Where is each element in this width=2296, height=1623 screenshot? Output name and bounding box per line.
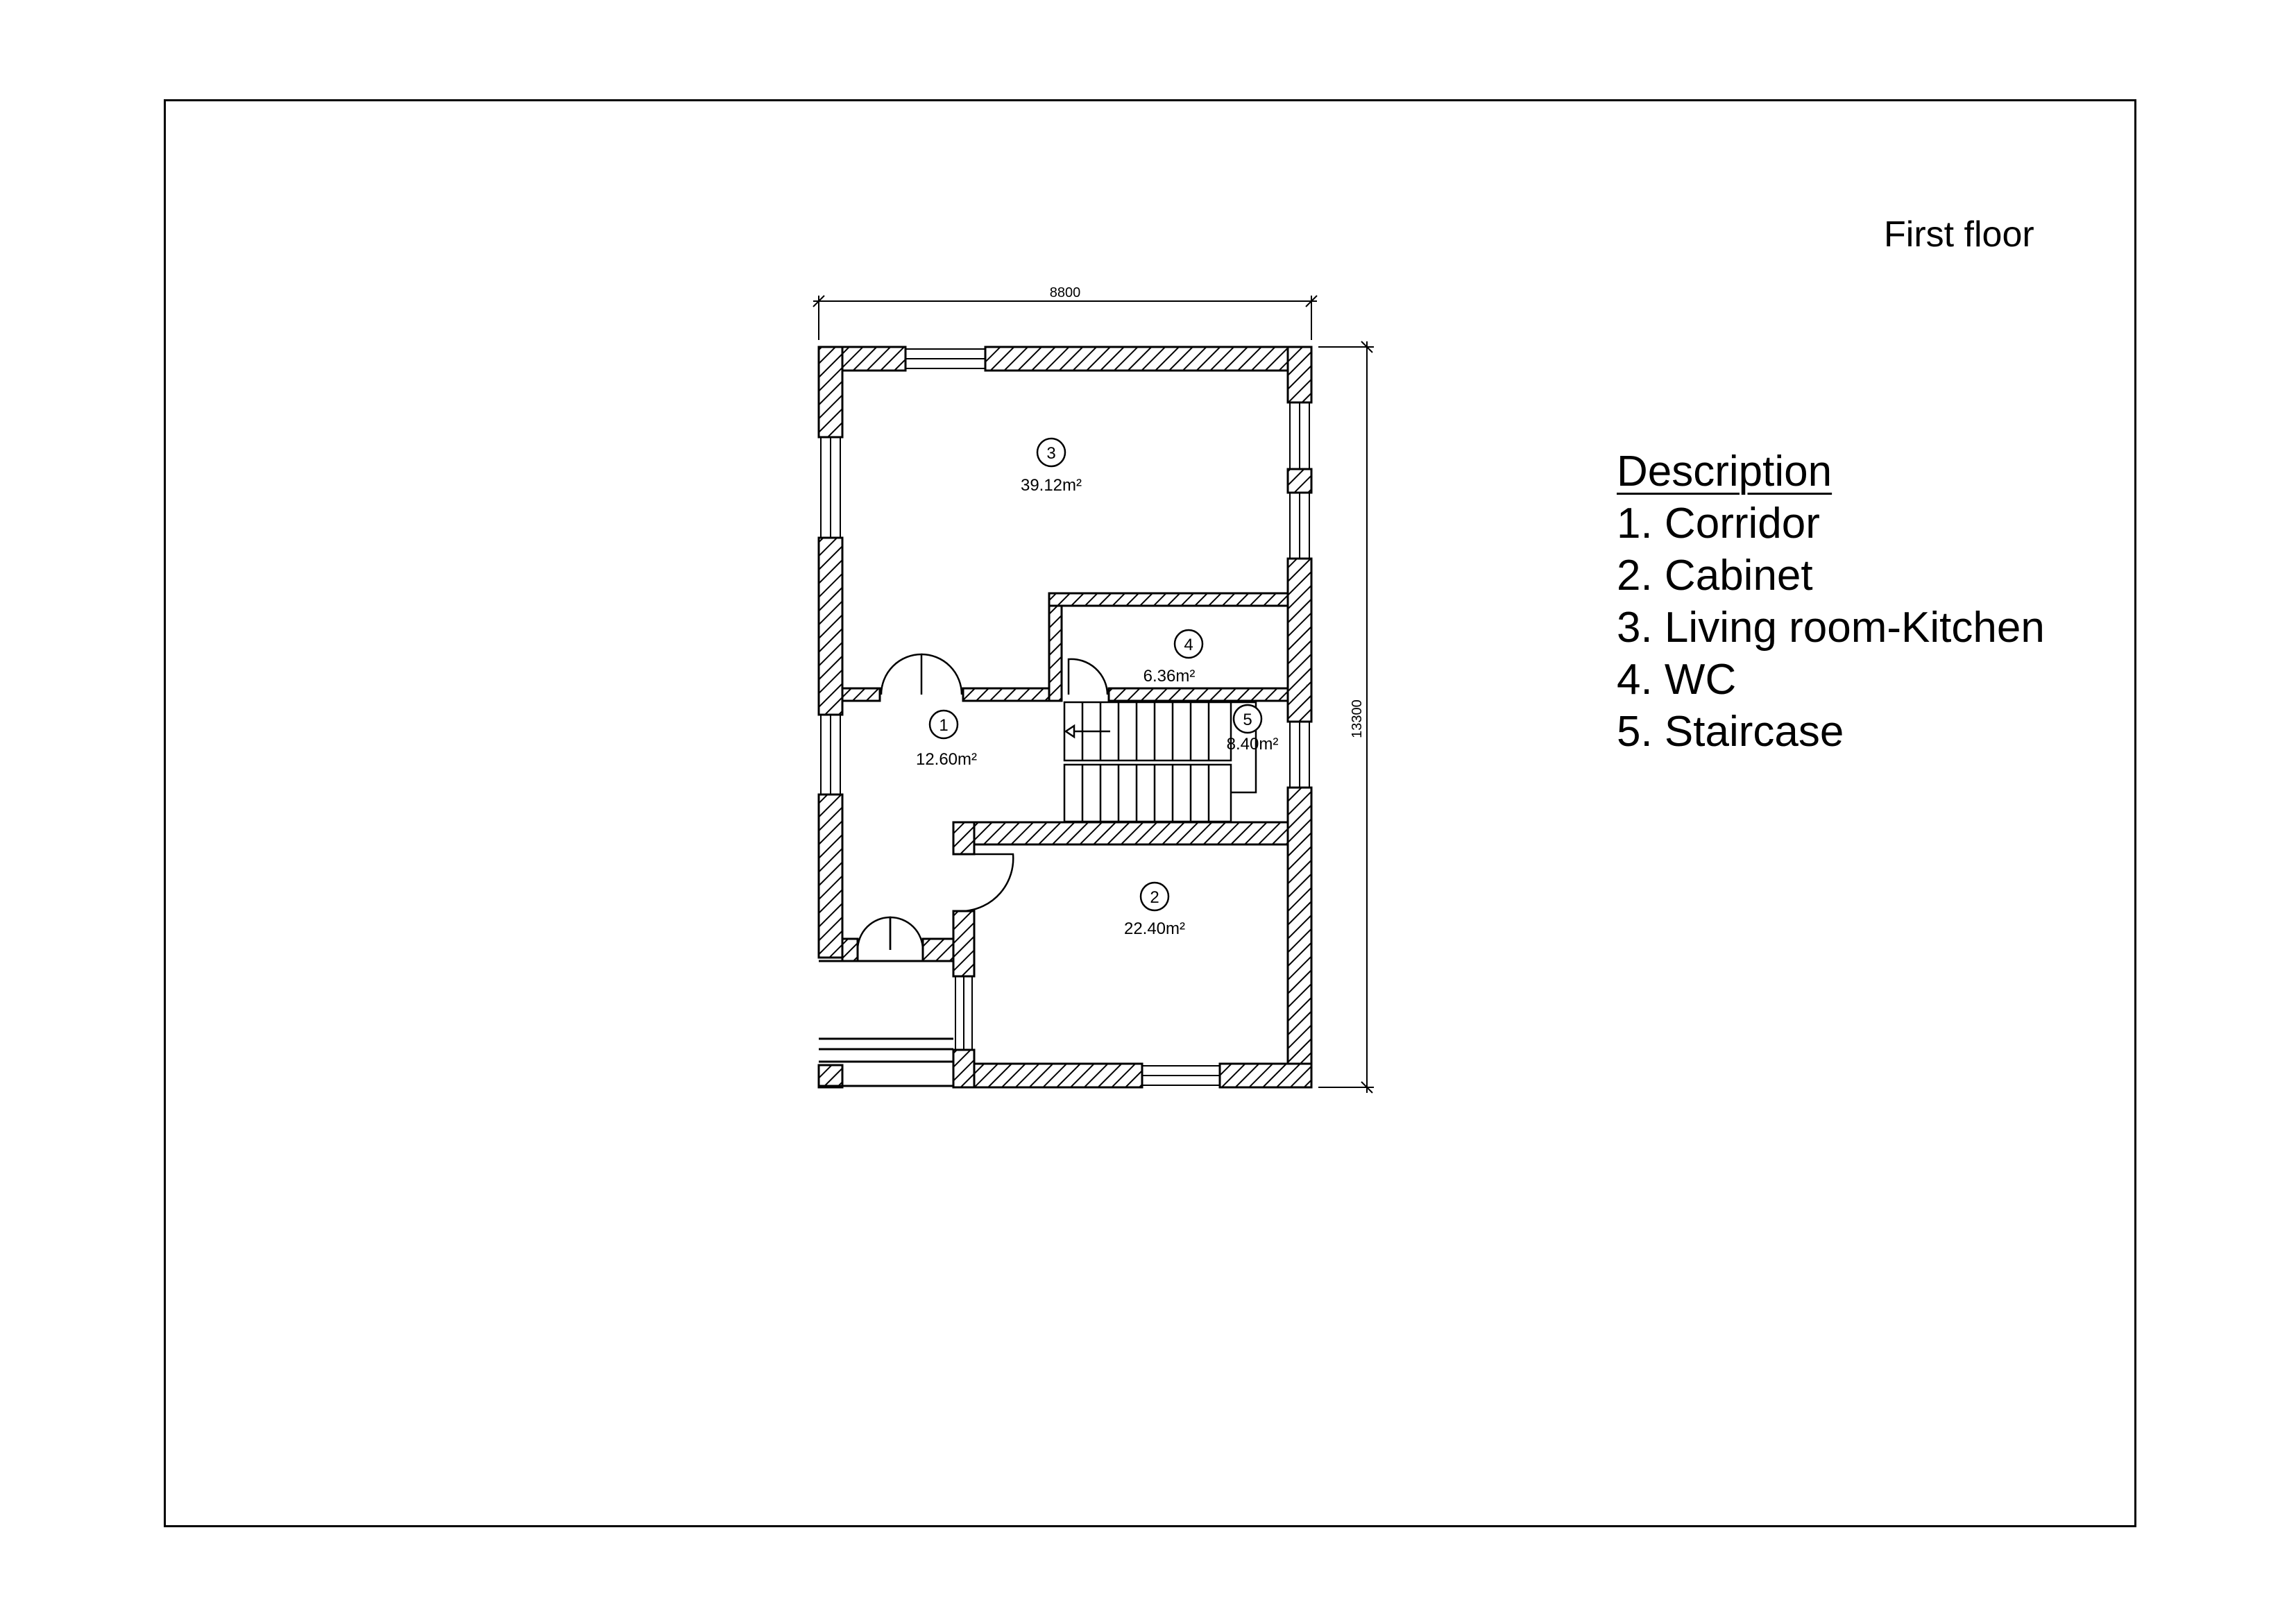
window-right-middle (1289, 493, 1310, 559)
wall-right-lower (1286, 786, 1313, 1089)
interior-walls (841, 592, 1289, 1089)
door-cabinet (963, 853, 1014, 912)
dimension-height-label: 13300 (1350, 699, 1365, 738)
stair-flight-lower (1063, 763, 1232, 823)
wall-entry-right (921, 937, 955, 962)
sheet-frame (164, 99, 2136, 1527)
wall-left-upper (817, 346, 844, 439)
wall-cabinet-left-base (952, 1048, 976, 1089)
wall-right-pier (1286, 468, 1313, 494)
wall-wc-bottom (1107, 687, 1289, 702)
doors (856, 653, 1109, 951)
legend-item-corridor: 1. Corridor (1617, 500, 1820, 547)
wall-bottom-left (952, 1062, 1143, 1089)
window-right-upper (1289, 402, 1310, 469)
room-marker-4: 4 6.36m² (1143, 629, 1204, 686)
wall-cabinet-left-upper (952, 821, 976, 856)
legend-item-wc: 4. WC (1617, 656, 1737, 704)
wall-corridor-top-left (841, 687, 881, 702)
room-area: 12.60m² (916, 750, 977, 769)
wall-left-middle (817, 536, 844, 716)
wall-cabinet-top (952, 821, 1289, 846)
room-legend: Description 1. Corridor 2. Cabinet 3. Li… (1617, 445, 2045, 758)
door-entrance (856, 916, 924, 951)
wall-top-right (984, 346, 1313, 372)
room-marker-3: 3 39.12m² (1021, 437, 1082, 495)
legend-item-cabinet: 2. Cabinet (1617, 552, 1813, 600)
room-marker-5: 5 8.40m² (1227, 704, 1279, 754)
wall-cabinet-left-lower (952, 910, 976, 978)
drawing-title: First floor (1884, 214, 2034, 255)
legend-item-living-room-kitchen: 3. Living room-Kitchen (1617, 604, 2045, 652)
door-corridor-living (880, 653, 963, 695)
dimension-width (813, 295, 1318, 340)
window-right-lower (1289, 722, 1310, 788)
room-area: 39.12m² (1021, 476, 1082, 495)
room-area: 8.40m² (1227, 735, 1279, 754)
dimension-width-label: 8800 (1050, 285, 1081, 300)
window-left-upper (820, 437, 841, 538)
windows (820, 348, 1310, 1086)
room-marker-2: 2 22.40m² (1124, 881, 1185, 938)
room-area: 22.40m² (1124, 919, 1185, 938)
wall-wc-top (1048, 592, 1289, 607)
wall-left-base (817, 1064, 844, 1089)
wall-entry-left (841, 937, 859, 962)
wall-wc-left (1048, 592, 1063, 702)
stair-direction-arrow (1064, 724, 1075, 739)
wall-right-top (1286, 346, 1313, 404)
outer-walls (817, 346, 1313, 1089)
door-wc (1067, 658, 1109, 695)
entrance-steps (819, 960, 953, 1087)
window-bottom (1142, 1065, 1220, 1086)
room-area: 6.36m² (1143, 667, 1196, 686)
wall-bottom-right (1218, 1062, 1313, 1089)
room-number: 4 (1184, 636, 1193, 654)
legend-item-staircase: 5. Staircase (1617, 708, 1844, 756)
room-number: 1 (939, 716, 948, 735)
dimension-height (1318, 341, 1374, 1094)
room-marker-1: 1 12.60m² (916, 709, 977, 769)
wall-corridor-top-right (962, 687, 1062, 702)
wall-left-lower (817, 793, 844, 959)
room-number: 3 (1046, 444, 1055, 463)
wall-right-middle (1286, 557, 1313, 723)
window-top (905, 348, 985, 369)
staircase (1063, 701, 1257, 823)
room-number: 2 (1150, 888, 1159, 907)
legend-heading: Description (1617, 448, 1832, 495)
window-left-middle (820, 715, 841, 794)
window-cabinet-left (955, 976, 973, 1050)
room-number: 5 (1243, 711, 1252, 729)
